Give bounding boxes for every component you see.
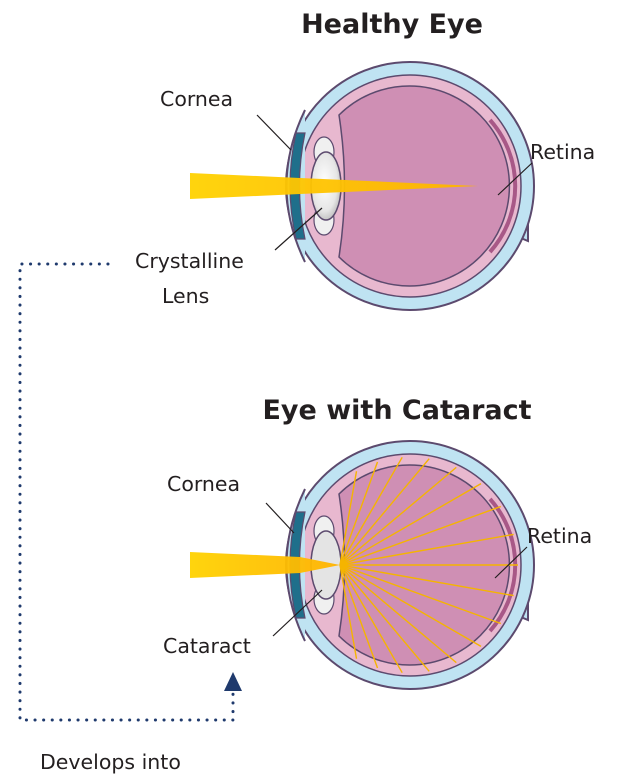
- healthy-lens-label-line1: Crystalline: [135, 249, 244, 273]
- cataract-cornea-label: Cornea: [167, 472, 240, 496]
- healthy-cornea-label: Cornea: [160, 87, 233, 111]
- cataract-label: Cataract: [163, 634, 251, 658]
- cataract-eye-title: Eye with Cataract: [262, 395, 531, 426]
- cataract-cornea-leader: [266, 503, 294, 533]
- cataract-eye-section: Eye with Cataract Cornea Retina Cataract: [163, 395, 592, 689]
- cataract-retina-label: Retina: [527, 524, 592, 548]
- healthy-lens-label-line2: Lens: [162, 284, 209, 308]
- healthy-cornea-leader: [257, 115, 291, 150]
- progression-connector: Develops into: [20, 264, 242, 774]
- healthy-retina-label: Retina: [530, 140, 595, 164]
- connector-arrowhead-icon: [224, 672, 242, 691]
- healthy-eye-title: Healthy Eye: [301, 9, 483, 40]
- connector-label: Develops into: [40, 750, 181, 774]
- healthy-eye-section: Healthy Eye Cornea: [135, 9, 595, 310]
